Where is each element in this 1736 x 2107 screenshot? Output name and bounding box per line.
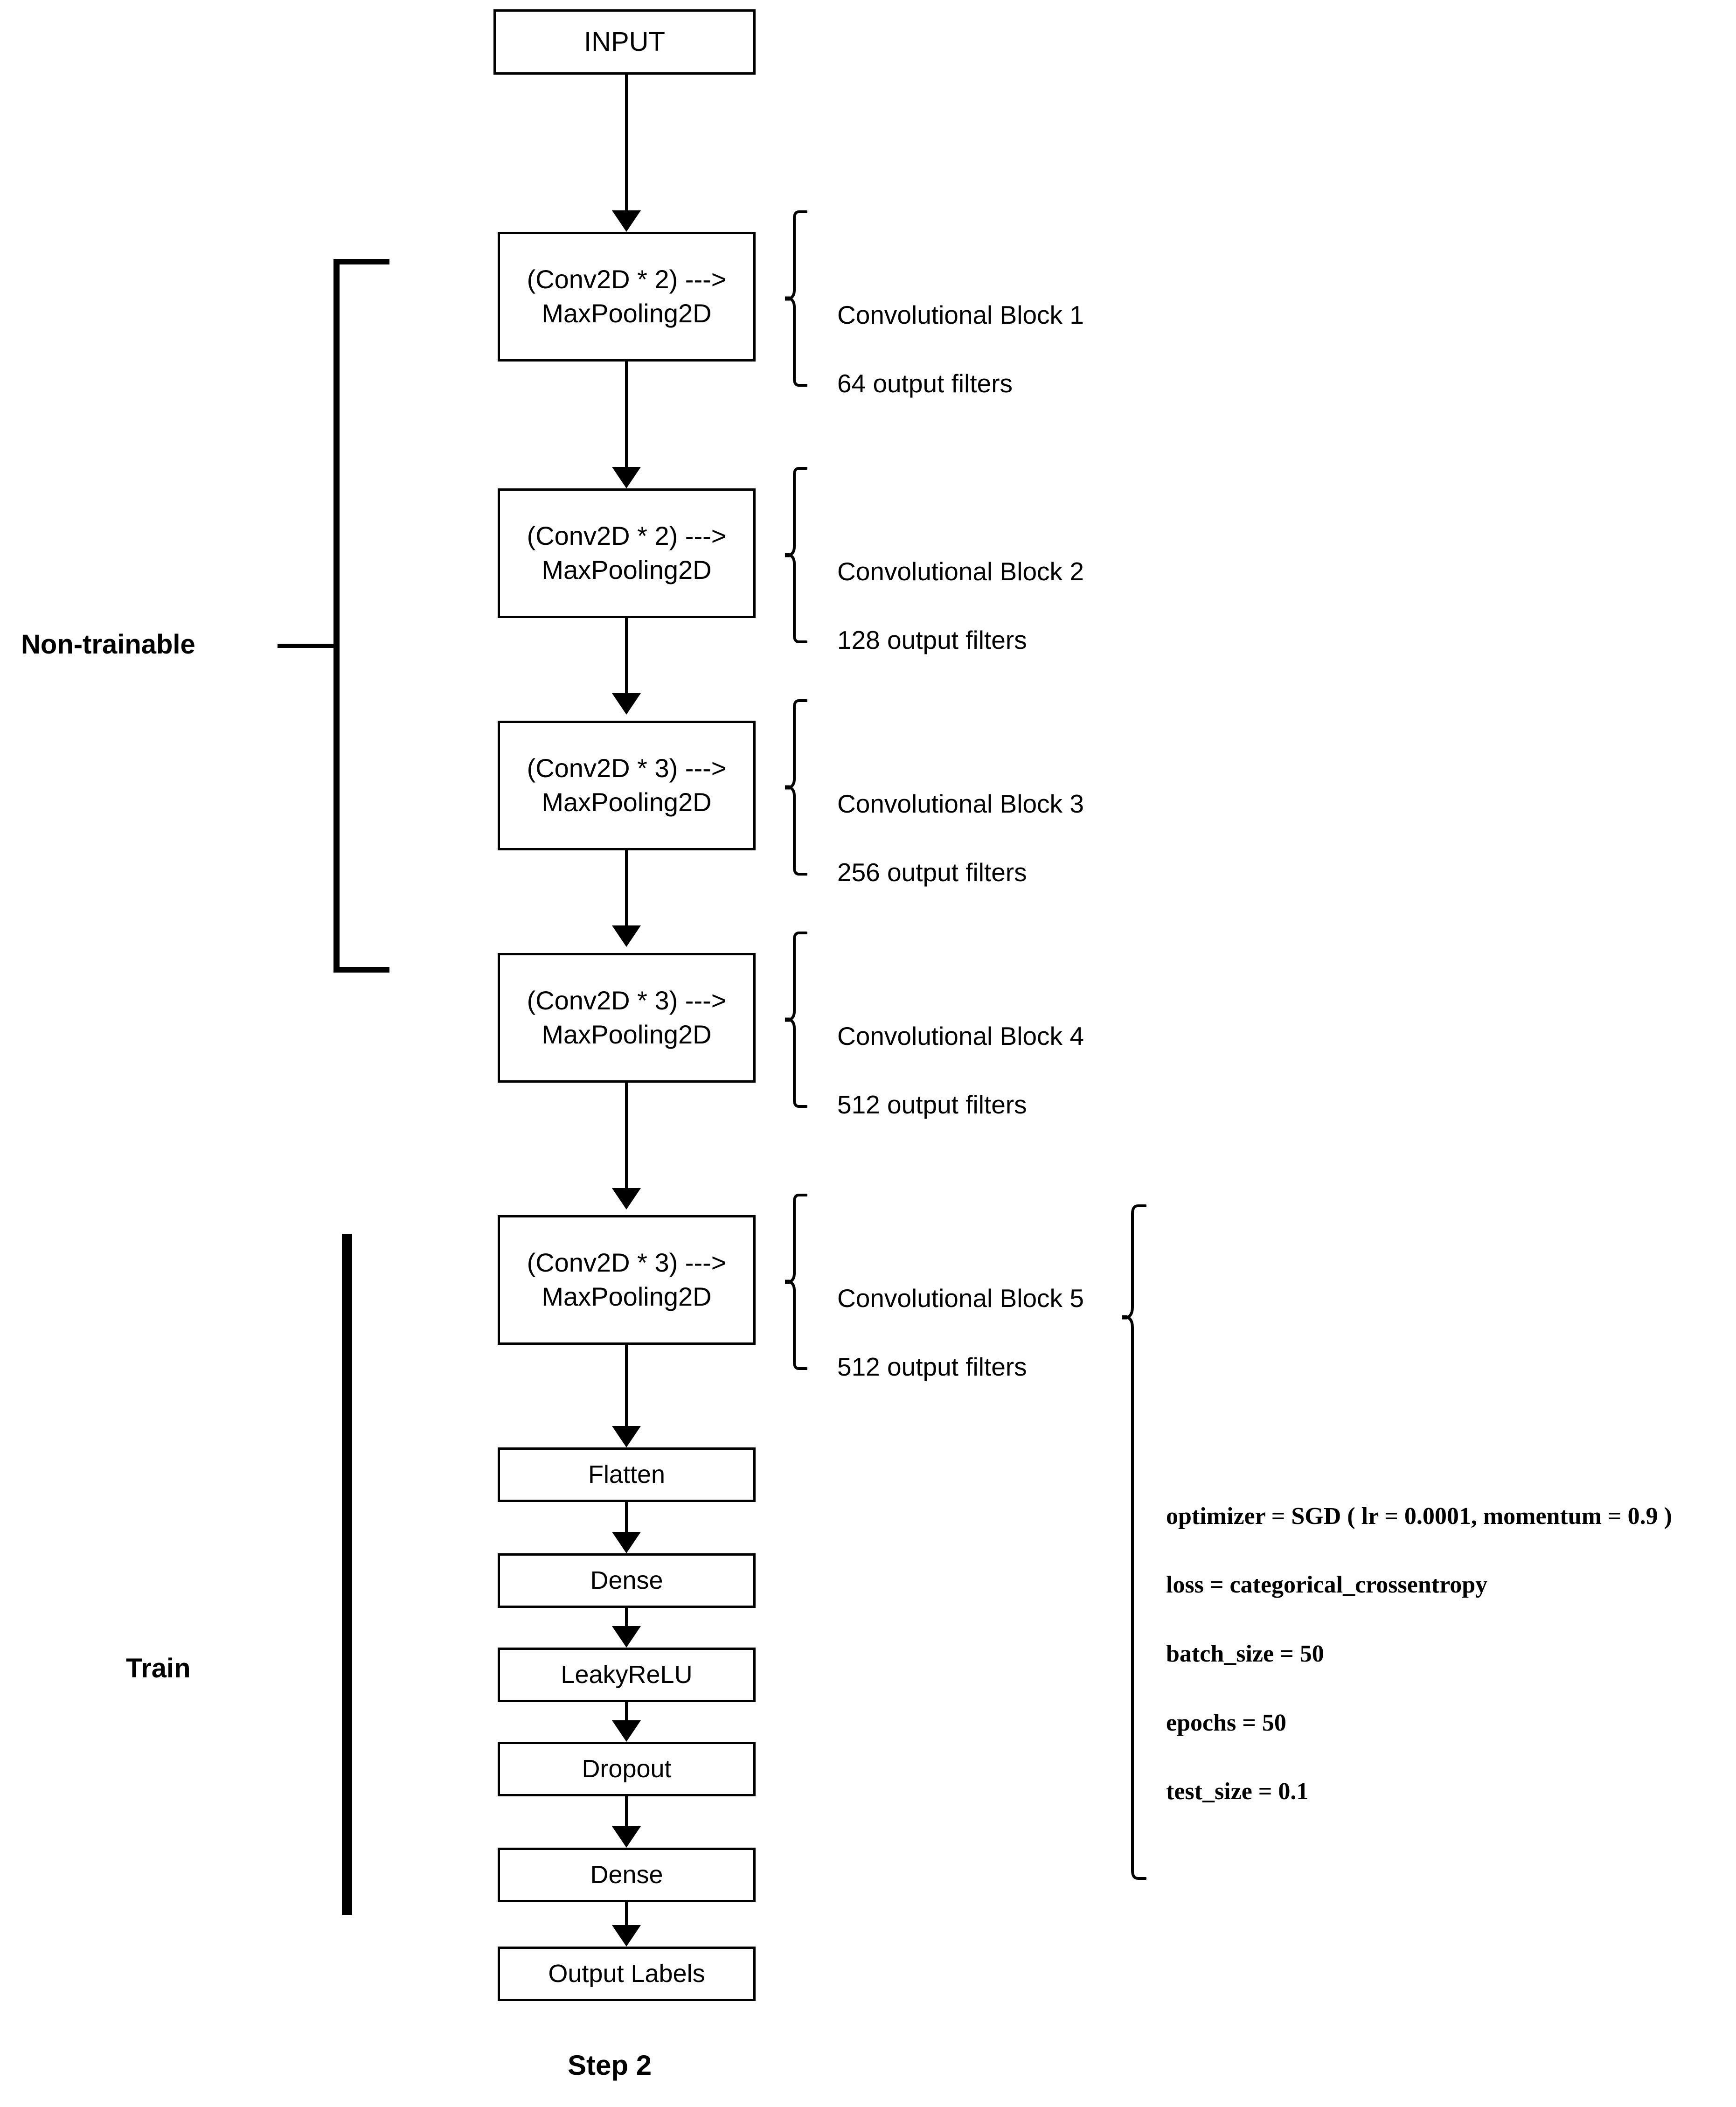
annotation-block-5-title: Convolutional Block 5 bbox=[837, 1283, 1084, 1313]
node-conv-block-3[interactable]: (Conv2D * 3) ---> MaxPooling2D bbox=[498, 721, 756, 850]
arrow-input-to-block1 bbox=[612, 75, 641, 232]
diagram-caption: Step 2 bbox=[568, 2050, 652, 2081]
annotation-block-4-detail: 512 output filters bbox=[837, 1090, 1027, 1120]
bracket-non-trainable-top-arm bbox=[333, 259, 389, 264]
annotation-block-3-detail: 256 output filters bbox=[837, 858, 1027, 887]
group-label-non-trainable: Non-trainable bbox=[21, 629, 195, 660]
node-dense-2[interactable]: Dense bbox=[498, 1848, 756, 1902]
arrow-flatten-to-dense1 bbox=[612, 1502, 641, 1553]
arrow-block5-to-flatten bbox=[612, 1345, 641, 1447]
annotation-block-1-detail: 64 output filters bbox=[837, 369, 1013, 398]
node-output-labels[interactable]: Output Labels bbox=[498, 1947, 756, 2001]
brace-block-3 bbox=[785, 699, 807, 876]
brace-hyperparameters bbox=[1122, 1203, 1146, 1881]
annotation-block-2-detail: 128 output filters bbox=[837, 626, 1027, 655]
node-flatten[interactable]: Flatten bbox=[498, 1447, 756, 1502]
bracket-non-trainable-tick bbox=[278, 644, 333, 648]
annotation-block-5-detail: 512 output filters bbox=[837, 1352, 1027, 1382]
brace-block-1 bbox=[785, 210, 807, 387]
brace-block-2 bbox=[785, 466, 807, 644]
annotation-block-1: Convolutional Block 1 64 output filters bbox=[837, 264, 1192, 401]
arrow-dense1-to-leakyrelu bbox=[612, 1608, 641, 1648]
bracket-non-trainable bbox=[278, 259, 389, 973]
annotation-block-1-title: Convolutional Block 1 bbox=[837, 300, 1084, 329]
annotation-block-4: Convolutional Block 4 512 output filters bbox=[837, 985, 1192, 1122]
hyperparam-loss: loss = categorical_crossentropy bbox=[1166, 1572, 1488, 1599]
annotation-block-2: Convolutional Block 2 128 output filters bbox=[837, 520, 1192, 658]
hyperparam-batch-size: batch_size = 50 bbox=[1166, 1641, 1324, 1668]
annotation-block-3-title: Convolutional Block 3 bbox=[837, 789, 1084, 818]
annotation-block-2-title: Convolutional Block 2 bbox=[837, 556, 1084, 586]
hyperparam-optimizer: optimizer = SGD ( lr = 0.0001, momentum … bbox=[1166, 1502, 1672, 1530]
node-conv-block-1[interactable]: (Conv2D * 2) ---> MaxPooling2D bbox=[498, 232, 756, 362]
hyperparam-test-size: test_size = 0.1 bbox=[1166, 1778, 1309, 1805]
bracket-non-trainable-spine bbox=[333, 259, 340, 973]
bracket-non-trainable-bottom-arm bbox=[333, 967, 389, 973]
group-label-train: Train bbox=[126, 1653, 191, 1683]
annotation-block-3: Convolutional Block 3 256 output filters bbox=[837, 752, 1192, 890]
brace-block-4 bbox=[785, 931, 807, 1108]
node-leakyrelu[interactable]: LeakyReLU bbox=[498, 1648, 756, 1702]
node-conv-block-5[interactable]: (Conv2D * 3) ---> MaxPooling2D bbox=[498, 1215, 756, 1345]
hyperparam-epochs: epochs = 50 bbox=[1166, 1709, 1286, 1736]
arrow-dense2-to-output bbox=[612, 1902, 641, 1947]
annotation-block-4-title: Convolutional Block 4 bbox=[837, 1021, 1084, 1050]
node-dense-1[interactable]: Dense bbox=[498, 1553, 756, 1608]
bracket-train bbox=[342, 1234, 352, 1915]
node-input[interactable]: INPUT bbox=[493, 9, 756, 75]
node-conv-block-4[interactable]: (Conv2D * 3) ---> MaxPooling2D bbox=[498, 953, 756, 1083]
hyperparameters-text: optimizer = SGD ( lr = 0.0001, momentum … bbox=[1166, 1465, 1716, 1843]
arrow-block1-to-block2 bbox=[612, 362, 641, 488]
node-conv-block-2[interactable]: (Conv2D * 2) ---> MaxPooling2D bbox=[498, 488, 756, 618]
annotation-block-5: Convolutional Block 5 512 output filters bbox=[837, 1247, 1192, 1384]
arrow-block4-to-block5 bbox=[612, 1083, 641, 1210]
arrow-leakyrelu-to-dropout bbox=[612, 1702, 641, 1742]
arrow-block3-to-block4 bbox=[612, 850, 641, 947]
brace-block-5 bbox=[785, 1193, 807, 1370]
node-dropout[interactable]: Dropout bbox=[498, 1742, 756, 1796]
arrow-block2-to-block3 bbox=[612, 618, 641, 715]
arrow-dropout-to-dense2 bbox=[612, 1796, 641, 1848]
